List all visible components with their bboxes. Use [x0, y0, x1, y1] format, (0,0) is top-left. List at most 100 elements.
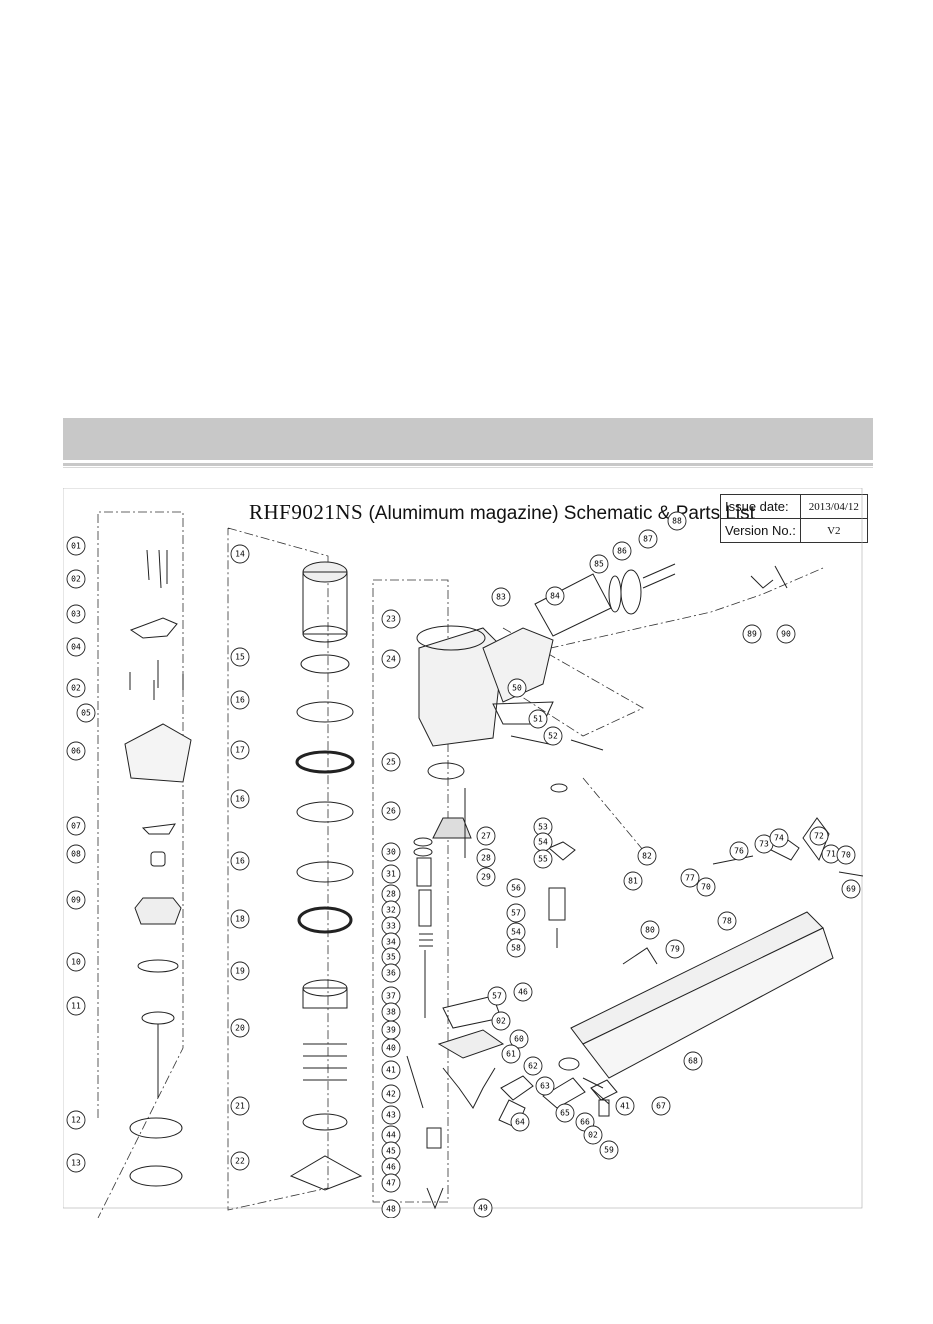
- callout-number: 76: [734, 847, 744, 856]
- callout-c14: 14: [230, 544, 250, 564]
- callout-number: 20: [235, 1024, 245, 1033]
- callout-number: 28: [386, 890, 396, 899]
- callout-c80: 80: [640, 920, 660, 940]
- callout-c70b: 70: [836, 845, 856, 865]
- callout-circle: [640, 920, 660, 940]
- callout-number: 17: [235, 746, 245, 755]
- callout-c44: 44: [381, 1125, 401, 1145]
- callout-c30: 30: [381, 842, 401, 862]
- callout-number: 23: [386, 615, 396, 624]
- callout-number: 03: [71, 610, 81, 619]
- callout-circle: [836, 845, 856, 865]
- callout-circle: [545, 586, 565, 606]
- callout-number: 13: [71, 1159, 81, 1168]
- callout-circle: [841, 879, 861, 899]
- callout-circle: [230, 544, 250, 564]
- callout-c77: 77: [680, 868, 700, 888]
- callout-number: 02: [588, 1131, 598, 1140]
- callout-circle: [476, 867, 496, 887]
- callout-circle: [680, 868, 700, 888]
- callout-number: 42: [386, 1090, 396, 1099]
- callout-number: 28: [481, 854, 491, 863]
- issue-table: Issue date: 2013/04/12 Version No.: V2: [720, 494, 868, 543]
- callout-c20: 20: [230, 1018, 250, 1038]
- callout-c57: 57: [506, 903, 526, 923]
- callout-number: 63: [540, 1082, 550, 1091]
- callout-c16: 16: [230, 690, 250, 710]
- callout-c62: 62: [523, 1056, 543, 1076]
- callout-circle: [667, 511, 687, 531]
- callout-number: 04: [71, 643, 81, 652]
- callout-number: 44: [386, 1131, 396, 1140]
- callout-c15: 15: [230, 647, 250, 667]
- callout-labels: 0102030402050607080910111213141516171616…: [66, 511, 861, 1218]
- callout-number: 72: [814, 832, 824, 841]
- callout-circle: [683, 1051, 703, 1071]
- callout-c02b: 02: [66, 678, 86, 698]
- callout-circle: [66, 952, 86, 972]
- callout-c41: 41: [381, 1060, 401, 1080]
- callout-number: 37: [386, 992, 396, 1001]
- callout-number: 62: [528, 1062, 538, 1071]
- version-label: Version No.:: [720, 518, 801, 543]
- callout-c49: 49: [473, 1198, 493, 1218]
- callout-number: 57: [511, 909, 521, 918]
- callout-number: 41: [620, 1102, 630, 1111]
- callout-c29: 29: [476, 867, 496, 887]
- section-header-bar: [63, 418, 873, 460]
- callout-number: 79: [670, 945, 680, 954]
- callout-number: 09: [71, 896, 81, 905]
- callout-number: 24: [386, 655, 396, 664]
- callout-circle: [513, 982, 533, 1002]
- callout-circle: [535, 1076, 555, 1096]
- callout-circle: [66, 890, 86, 910]
- callout-number: 81: [628, 877, 638, 886]
- callout-number: 45: [386, 1147, 396, 1156]
- callout-c38: 38: [381, 1002, 401, 1022]
- callout-circle: [623, 871, 643, 891]
- callout-c74: 74: [769, 828, 789, 848]
- callout-c41b: 41: [615, 1096, 635, 1116]
- callout-number: 43: [386, 1111, 396, 1120]
- callout-number: 83: [496, 593, 506, 602]
- callout-circle: [729, 841, 749, 861]
- callout-number: 46: [386, 1163, 396, 1172]
- callout-number: 05: [81, 709, 91, 718]
- callout-number: 01: [71, 542, 81, 551]
- callout-circle: [230, 647, 250, 667]
- callout-number: 90: [781, 630, 791, 639]
- callout-circle: [506, 878, 526, 898]
- callout-c54b: 54: [506, 922, 526, 942]
- callout-c02a: 02: [66, 569, 86, 589]
- callout-c35: 35: [381, 947, 401, 967]
- callout-c26: 26: [381, 801, 401, 821]
- callout-c78: 78: [717, 911, 737, 931]
- callout-circle: [637, 846, 657, 866]
- callout-number: 08: [71, 850, 81, 859]
- callout-number: 64: [515, 1118, 525, 1127]
- callout-c47: 47: [381, 1173, 401, 1193]
- callout-c85: 85: [589, 554, 609, 574]
- callout-circle: [66, 1153, 86, 1173]
- callout-c76: 76: [729, 841, 749, 861]
- callout-circle: [769, 828, 789, 848]
- diagram-title: RHF9021NS (Alumimum magazine) Schematic …: [249, 500, 755, 525]
- callout-c52: 52: [543, 726, 563, 746]
- callout-c28: 28: [476, 848, 496, 868]
- callout-c57b: 57: [487, 986, 507, 1006]
- header-rule: [63, 463, 873, 466]
- callout-number: 54: [511, 928, 521, 937]
- version-row: Version No.: V2: [720, 518, 868, 543]
- callout-number: 19: [235, 967, 245, 976]
- callout-circle: [523, 1056, 543, 1076]
- callout-number: 55: [538, 855, 548, 864]
- magazine-parts: [498, 817, 863, 1129]
- callout-number: 25: [386, 758, 396, 767]
- callout-number: 88: [672, 517, 682, 526]
- callout-number: 67: [656, 1102, 666, 1111]
- callout-number: 68: [688, 1057, 698, 1066]
- callout-circle: [599, 1140, 619, 1160]
- callout-number: 70: [701, 883, 711, 892]
- callout-c54: 54: [533, 832, 553, 852]
- callout-c81: 81: [623, 871, 643, 891]
